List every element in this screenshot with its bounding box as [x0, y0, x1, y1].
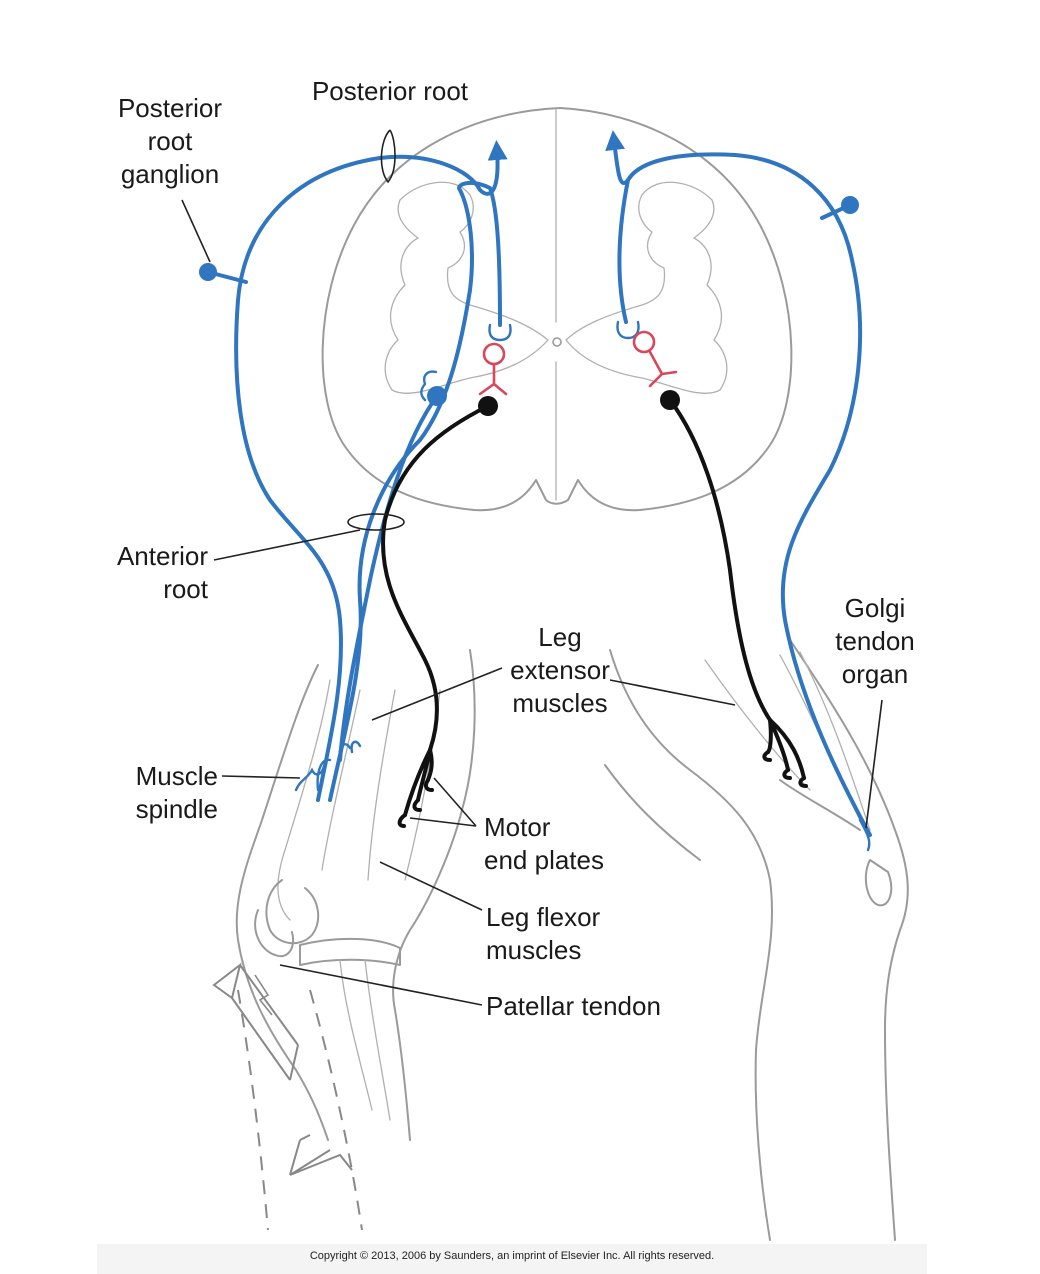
- sensory-neurons: [199, 130, 872, 852]
- right-leg-outline: [604, 639, 909, 1241]
- label-patellar-tendon: Patellar tendon: [486, 991, 661, 1021]
- motor-neurons: [381, 390, 808, 828]
- label-muscle-spindle: Muscle spindle: [135, 761, 218, 824]
- label-leg-extensor-muscles: Leg extensor muscles: [510, 622, 610, 718]
- leader-lines: [181, 129, 883, 1006]
- label-golgi-tendon-organ: Golgi tendon organ: [835, 593, 915, 689]
- label-posterior-root-ganglion: Posterior root ganglion: [117, 93, 223, 189]
- interneurons: [478, 330, 678, 396]
- left-ganglion-cell: [199, 263, 217, 281]
- left-leg-outline: [212, 649, 476, 1231]
- label-leg-flexor-muscles: Leg flexor muscles: [486, 902, 601, 965]
- label-motor-end-plates: Motor end plates: [484, 812, 604, 875]
- label-posterior-root: Posterior root: [311, 76, 469, 106]
- right-ganglion-cell: [841, 196, 859, 214]
- label-anterior-root: Anterior root: [116, 541, 208, 604]
- spinal-cord-section: [321, 107, 793, 512]
- copyright-bar: Copyright © 2013, 2006 by Saunders, an i…: [97, 1244, 927, 1274]
- copyright-text: Copyright © 2013, 2006 by Saunders, an i…: [309, 1250, 715, 1262]
